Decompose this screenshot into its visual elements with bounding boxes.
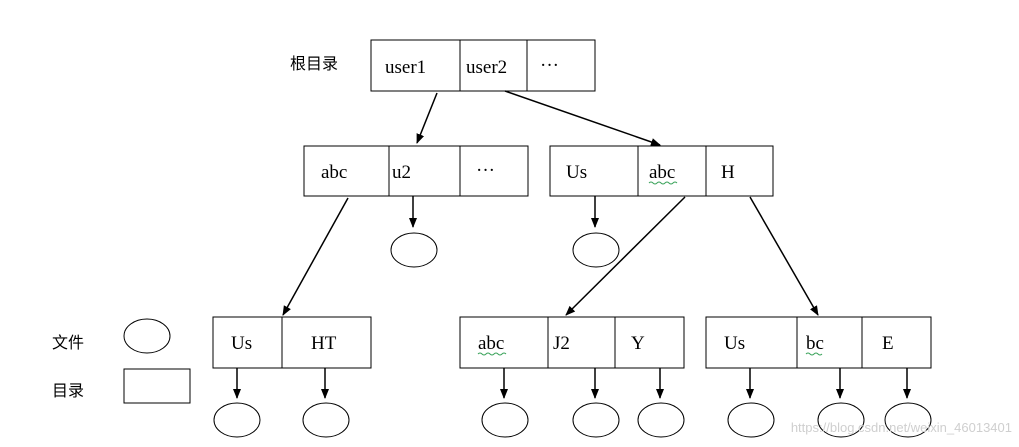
cell-user2: user2 bbox=[466, 57, 507, 78]
edge-user2-abc-to-dir bbox=[565, 196, 686, 316]
cell-ellipsis: ··· bbox=[540, 55, 559, 76]
cell-h: H bbox=[721, 162, 735, 183]
cell-us: Us bbox=[231, 333, 252, 354]
abc-directory-node: Us HT bbox=[212, 316, 372, 369]
cell-y: Y bbox=[631, 333, 645, 354]
legend-file-label: 文件 bbox=[52, 333, 84, 352]
file-ellipse bbox=[390, 232, 438, 268]
user2-directory-node: Us abc H bbox=[549, 145, 774, 197]
file-ellipse bbox=[884, 402, 932, 438]
cell-user1: user1 bbox=[385, 57, 426, 78]
file-ellipse bbox=[817, 402, 865, 438]
edge-h-to-dir bbox=[749, 196, 819, 316]
cell-ht: HT bbox=[311, 333, 337, 354]
file-ellipse bbox=[572, 402, 620, 438]
user2-abc-directory-node: abc J2 Y bbox=[459, 316, 685, 369]
cell-ellipsis: ··· bbox=[476, 160, 495, 181]
root-directory-label: 根目录 bbox=[290, 54, 338, 73]
file-ellipse bbox=[481, 402, 529, 438]
h-directory-node: Us bc E bbox=[705, 316, 932, 369]
cell-abc: abc bbox=[321, 162, 347, 183]
cell-abc: abc bbox=[649, 162, 675, 183]
edge-user1-to-dir bbox=[416, 92, 438, 144]
cell-us: Us bbox=[724, 333, 745, 354]
watermark-text: https://blog.csdn.net/weixin_46013401 bbox=[791, 420, 1012, 435]
cell-u2: u2 bbox=[392, 162, 411, 183]
cell-j2: J2 bbox=[553, 333, 570, 354]
cell-abc: abc bbox=[478, 333, 504, 354]
file-ellipse bbox=[213, 402, 261, 438]
legend-directory-rect bbox=[123, 368, 191, 404]
file-ellipse bbox=[727, 402, 775, 438]
cell-bc: bc bbox=[806, 333, 824, 354]
legend-directory-label: 目录 bbox=[52, 381, 84, 400]
file-ellipse bbox=[572, 232, 620, 268]
edge-abc-to-dir bbox=[282, 197, 349, 316]
cell-e: E bbox=[882, 333, 894, 354]
file-ellipse bbox=[302, 402, 350, 438]
root-node: user1 user2 ··· bbox=[370, 39, 596, 92]
file-ellipse bbox=[637, 402, 685, 438]
edge-user2-to-dir bbox=[504, 90, 661, 146]
legend-file-ellipse bbox=[123, 318, 171, 354]
user1-directory-node: abc u2 ··· bbox=[303, 145, 529, 197]
cell-us: Us bbox=[566, 162, 587, 183]
